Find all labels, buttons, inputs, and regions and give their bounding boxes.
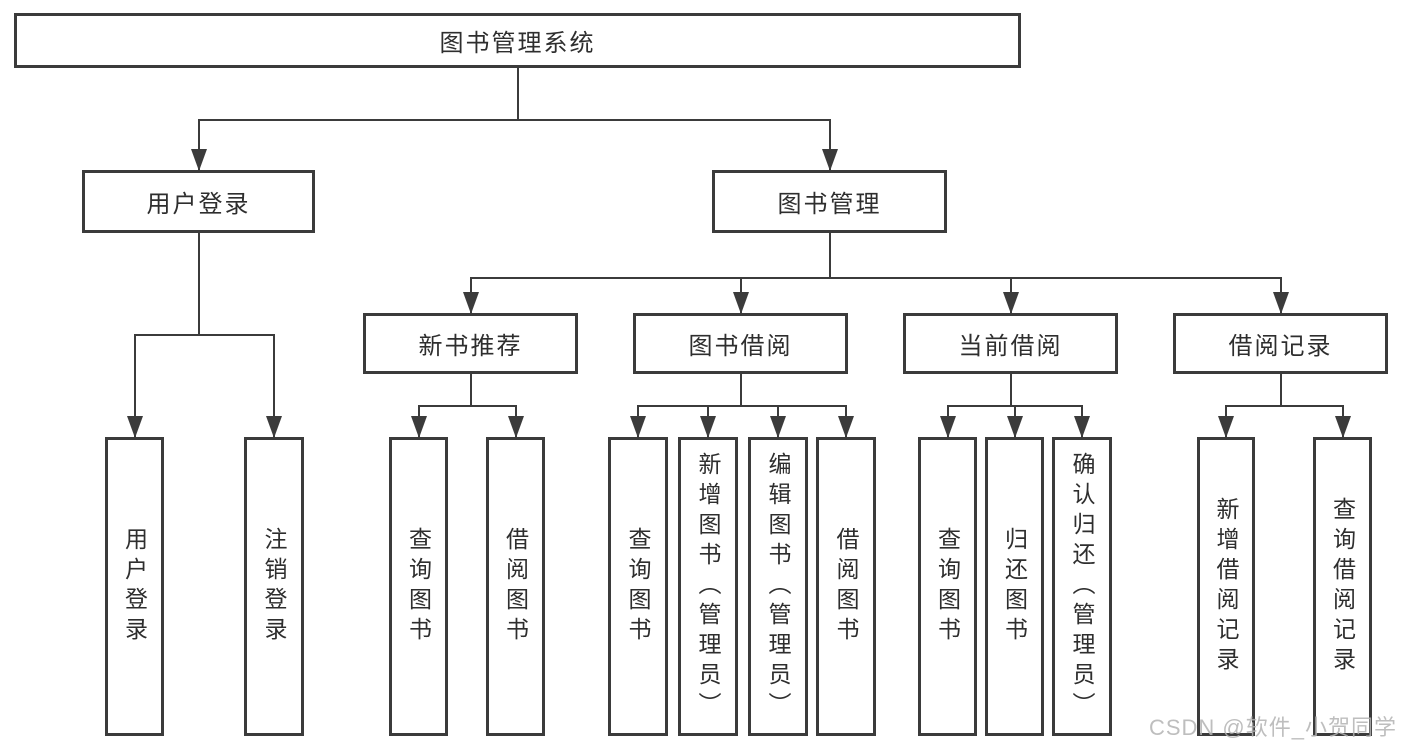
- node-leaf-bb-edit: 编辑图书（管理员）: [748, 437, 808, 736]
- node-current-borrow: 当前借阅: [903, 313, 1118, 374]
- node-user-login: 用户登录: [82, 170, 315, 233]
- arrow-down-icon: [1007, 416, 1023, 438]
- connector-line: [273, 335, 275, 437]
- node-leaf-logout: 注销登录: [244, 437, 304, 736]
- node-leaf-bb-borrow: 借阅图书: [816, 437, 876, 736]
- node-leaf-nb-borrow: 借阅图书: [486, 437, 545, 736]
- connector-line: [470, 374, 472, 406]
- arrow-down-icon: [733, 292, 749, 314]
- node-book-mgmt: 图书管理: [712, 170, 947, 233]
- arrow-down-icon: [191, 149, 207, 171]
- arrow-down-icon: [838, 416, 854, 438]
- connector-line: [198, 233, 200, 335]
- arrow-down-icon: [700, 416, 716, 438]
- connector-line: [517, 68, 519, 120]
- arrow-down-icon: [127, 416, 143, 438]
- arrow-down-icon: [1273, 292, 1289, 314]
- connector-line: [740, 374, 742, 406]
- node-leaf-cb-confirm: 确认归还（管理员）: [1052, 437, 1112, 736]
- node-leaf-nb-query: 查询图书: [389, 437, 448, 736]
- arrow-down-icon: [630, 416, 646, 438]
- node-leaf-bb-add: 新增图书（管理员）: [678, 437, 738, 736]
- connector-line: [1225, 405, 1344, 407]
- connector-line: [134, 335, 136, 437]
- node-leaf-cb-return: 归还图书: [985, 437, 1044, 736]
- arrow-down-icon: [1218, 416, 1234, 438]
- connector-line: [470, 277, 1282, 279]
- arrow-down-icon: [940, 416, 956, 438]
- connector-line: [198, 119, 831, 121]
- node-leaf-user-login: 用户登录: [105, 437, 164, 736]
- connector-line: [198, 120, 200, 170]
- connector-line: [637, 405, 847, 407]
- connector-line: [829, 233, 831, 278]
- node-new-book-rec: 新书推荐: [363, 313, 578, 374]
- connector-line: [1280, 374, 1282, 406]
- node-borrow-records: 借阅记录: [1173, 313, 1388, 374]
- arrow-down-icon: [266, 416, 282, 438]
- arrow-down-icon: [463, 292, 479, 314]
- arrow-down-icon: [1335, 416, 1351, 438]
- connector-line: [134, 334, 275, 336]
- node-leaf-br-query: 查询借阅记录: [1313, 437, 1372, 736]
- csdn-watermark: CSDN @软件_小贺同学: [1148, 715, 1397, 740]
- node-root: 图书管理系统: [14, 13, 1021, 68]
- arrow-down-icon: [822, 149, 838, 171]
- arrow-down-icon: [411, 416, 427, 438]
- node-leaf-bb-query: 查询图书: [608, 437, 668, 736]
- arrow-down-icon: [770, 416, 786, 438]
- arrow-down-icon: [1003, 292, 1019, 314]
- arrow-down-icon: [1074, 416, 1090, 438]
- connector-line: [418, 405, 517, 407]
- connector-line: [1010, 374, 1012, 406]
- connector-line: [829, 120, 831, 170]
- node-leaf-cb-query: 查询图书: [918, 437, 977, 736]
- arrow-down-icon: [508, 416, 524, 438]
- node-book-borrow: 图书借阅: [633, 313, 848, 374]
- node-leaf-br-add: 新增借阅记录: [1197, 437, 1255, 736]
